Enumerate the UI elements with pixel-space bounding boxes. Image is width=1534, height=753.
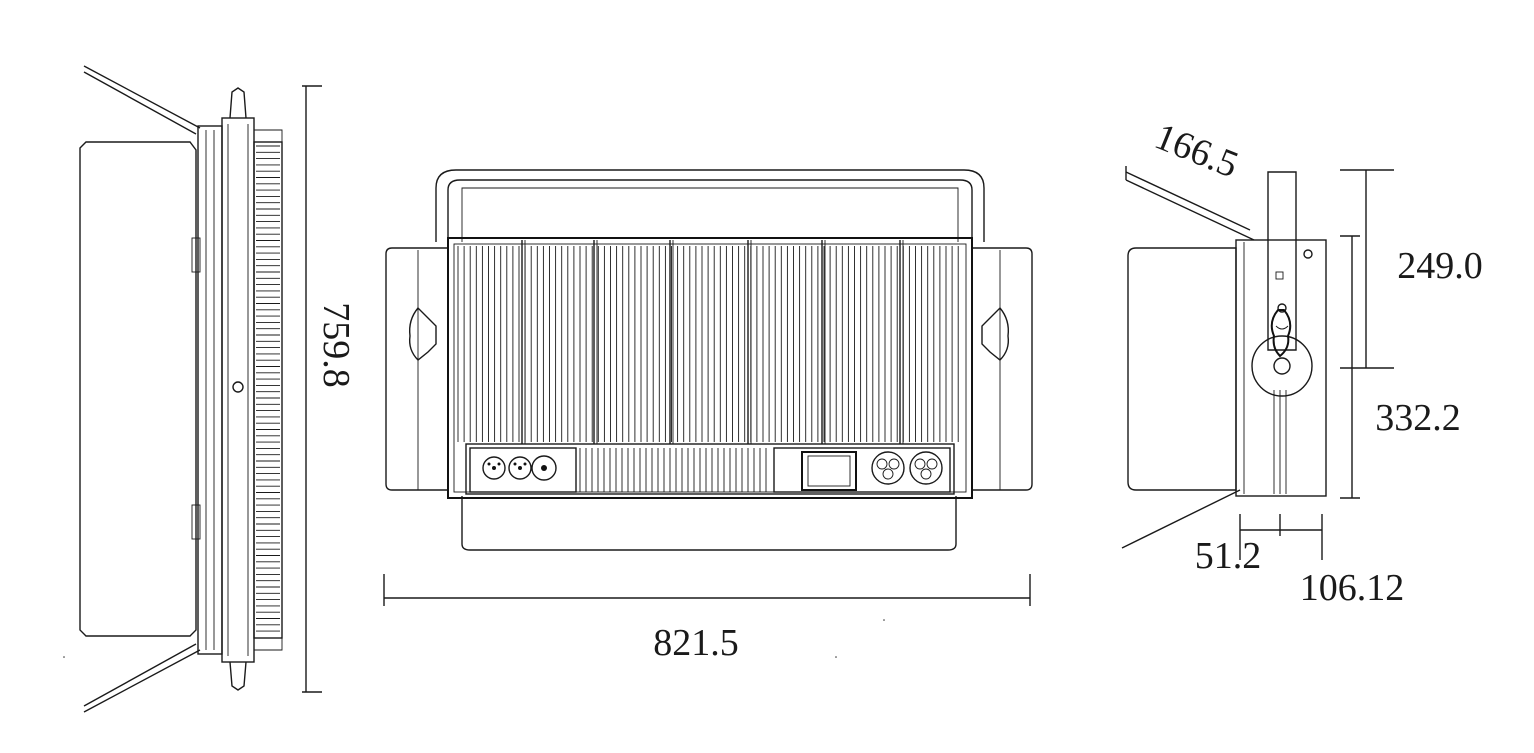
side-body-main xyxy=(221,117,255,663)
connector-panel xyxy=(465,443,955,495)
left-knob xyxy=(408,306,437,361)
left-barndoor-panel xyxy=(79,141,197,637)
rear-heatsink-fins xyxy=(457,246,959,442)
profile-body xyxy=(1235,239,1327,497)
height-dimension-label: 759.8 xyxy=(315,302,357,388)
power-connector-icon xyxy=(871,451,943,485)
left-side-door xyxy=(385,247,448,491)
profile-barndoor-panel xyxy=(1127,247,1237,491)
side-body-front xyxy=(197,125,223,655)
side-pivot-hole xyxy=(232,381,244,393)
xlr-connector-icon xyxy=(482,455,557,481)
square-hole xyxy=(1275,271,1284,280)
heatsink-fins xyxy=(256,145,280,632)
top-barndoor-leaf xyxy=(83,65,201,129)
profile-top-leaf xyxy=(1125,179,1255,241)
right-side-door xyxy=(972,247,1033,491)
side-view: 759.8 xyxy=(79,65,357,713)
lower-height-dimension-label: 332.2 xyxy=(1375,397,1461,439)
tilt-handle xyxy=(1270,309,1292,358)
side-heatsink xyxy=(253,141,283,639)
rear-view: 821.5 xyxy=(383,169,1033,664)
profile-bottom-leaf xyxy=(1121,489,1241,549)
bottom-yoke-tip xyxy=(229,661,247,691)
total-depth-label: 106.12 xyxy=(1300,567,1405,609)
bottom-barndoor-leaf xyxy=(83,649,201,713)
yoke-bracket xyxy=(435,169,985,242)
width-dimension-label: 821.5 xyxy=(653,622,739,664)
rear-housing xyxy=(447,237,973,499)
right-knob xyxy=(981,306,1010,361)
yoke-arm xyxy=(1267,171,1297,351)
hinge-top xyxy=(191,237,201,273)
profile-view: 166.5 249.0 332.2 51.2 106.12 xyxy=(1121,115,1483,609)
pivot-disk xyxy=(1251,335,1313,397)
upper-height-dimension-label: 249.0 xyxy=(1397,245,1483,287)
bottom-plate xyxy=(461,496,957,551)
barndoor-dimension-line xyxy=(1125,171,1251,231)
control-box xyxy=(773,447,951,493)
xlr-box xyxy=(469,447,577,493)
barndoor-dimension-label: 166.5 xyxy=(1149,115,1244,186)
bracket-depth-label: 51.2 xyxy=(1195,535,1262,577)
top-yoke-tip xyxy=(229,87,247,119)
display-screen-icon xyxy=(801,451,857,491)
hinge-bottom xyxy=(191,504,201,540)
